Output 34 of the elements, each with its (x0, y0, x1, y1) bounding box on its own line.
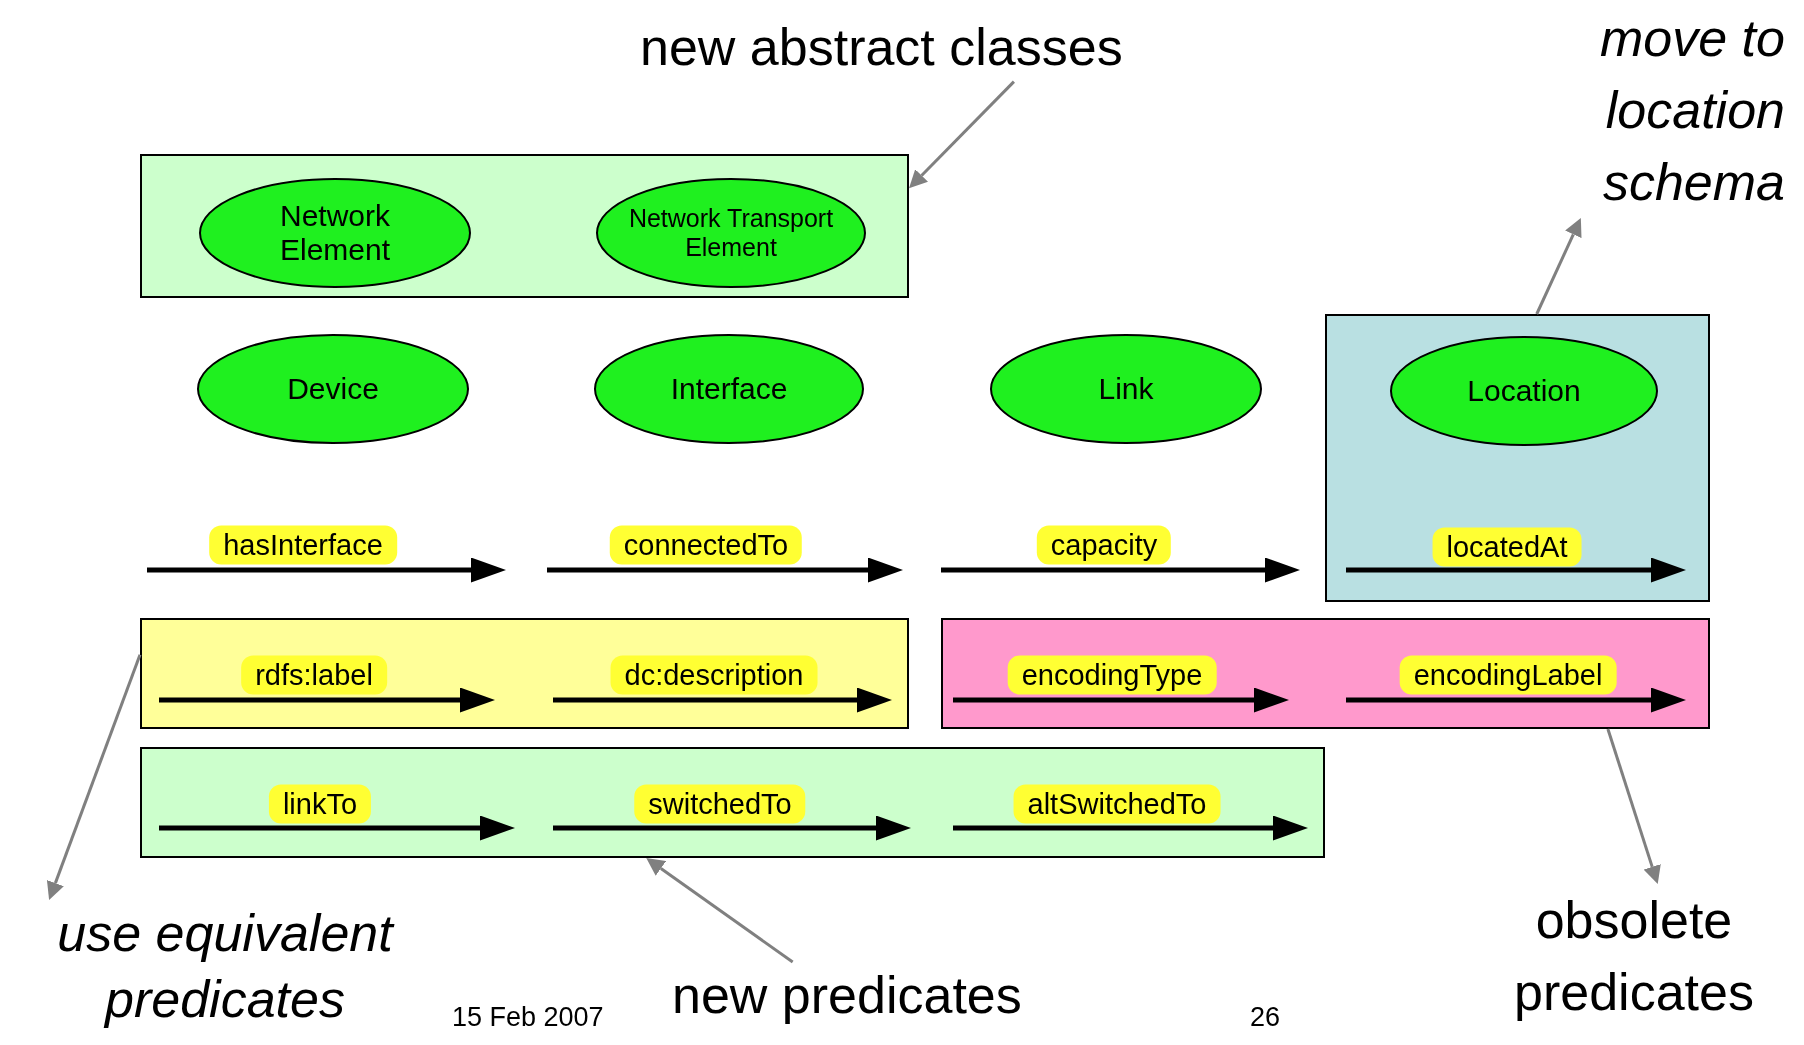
arrow (46, 654, 142, 900)
group-panel (140, 618, 909, 729)
predicate-label: locatedAt (1432, 527, 1582, 567)
arrow (909, 80, 1015, 189)
predicate-label: hasInterface (209, 525, 397, 565)
predicate-label: dc:description (610, 655, 818, 695)
group-panel (140, 747, 1325, 858)
annotation-text: use equivalent predicates (57, 904, 393, 1028)
class-name: Device (287, 371, 379, 407)
group-panel (941, 618, 1710, 729)
predicate-label: altSwitchedTo (1013, 784, 1221, 824)
arrow (1606, 728, 1661, 884)
class-name: Network Transport Element (627, 204, 835, 262)
annotation-text: obsolete predicates (1514, 891, 1754, 1021)
class-name: Location (1467, 373, 1581, 409)
predicate-label: rdfs:label (241, 655, 387, 695)
annotation-text: new predicates (672, 966, 1022, 1024)
group-panel (1325, 314, 1710, 602)
predicate-label: encodingLabel (1399, 655, 1617, 695)
footer-text: 26 (1250, 1002, 1281, 1033)
predicate-label: connectedTo (609, 525, 803, 565)
annotation-text: new abstract classes (640, 18, 1123, 76)
footer-text: 15 Feb 2007 (452, 1002, 604, 1033)
annotation-text: move to location schema (1600, 9, 1785, 211)
class-name: Link (1098, 371, 1154, 407)
predicate-label: switchedTo (634, 784, 806, 824)
predicate-label: encodingType (1007, 655, 1217, 695)
class-name: Network Element (278, 198, 392, 268)
class-name: Interface (670, 371, 788, 407)
predicate-label: linkTo (268, 784, 372, 824)
arrow (1535, 218, 1582, 315)
predicate-label: capacity (1036, 525, 1172, 565)
arrow (646, 858, 794, 964)
group-panel (140, 154, 909, 298)
